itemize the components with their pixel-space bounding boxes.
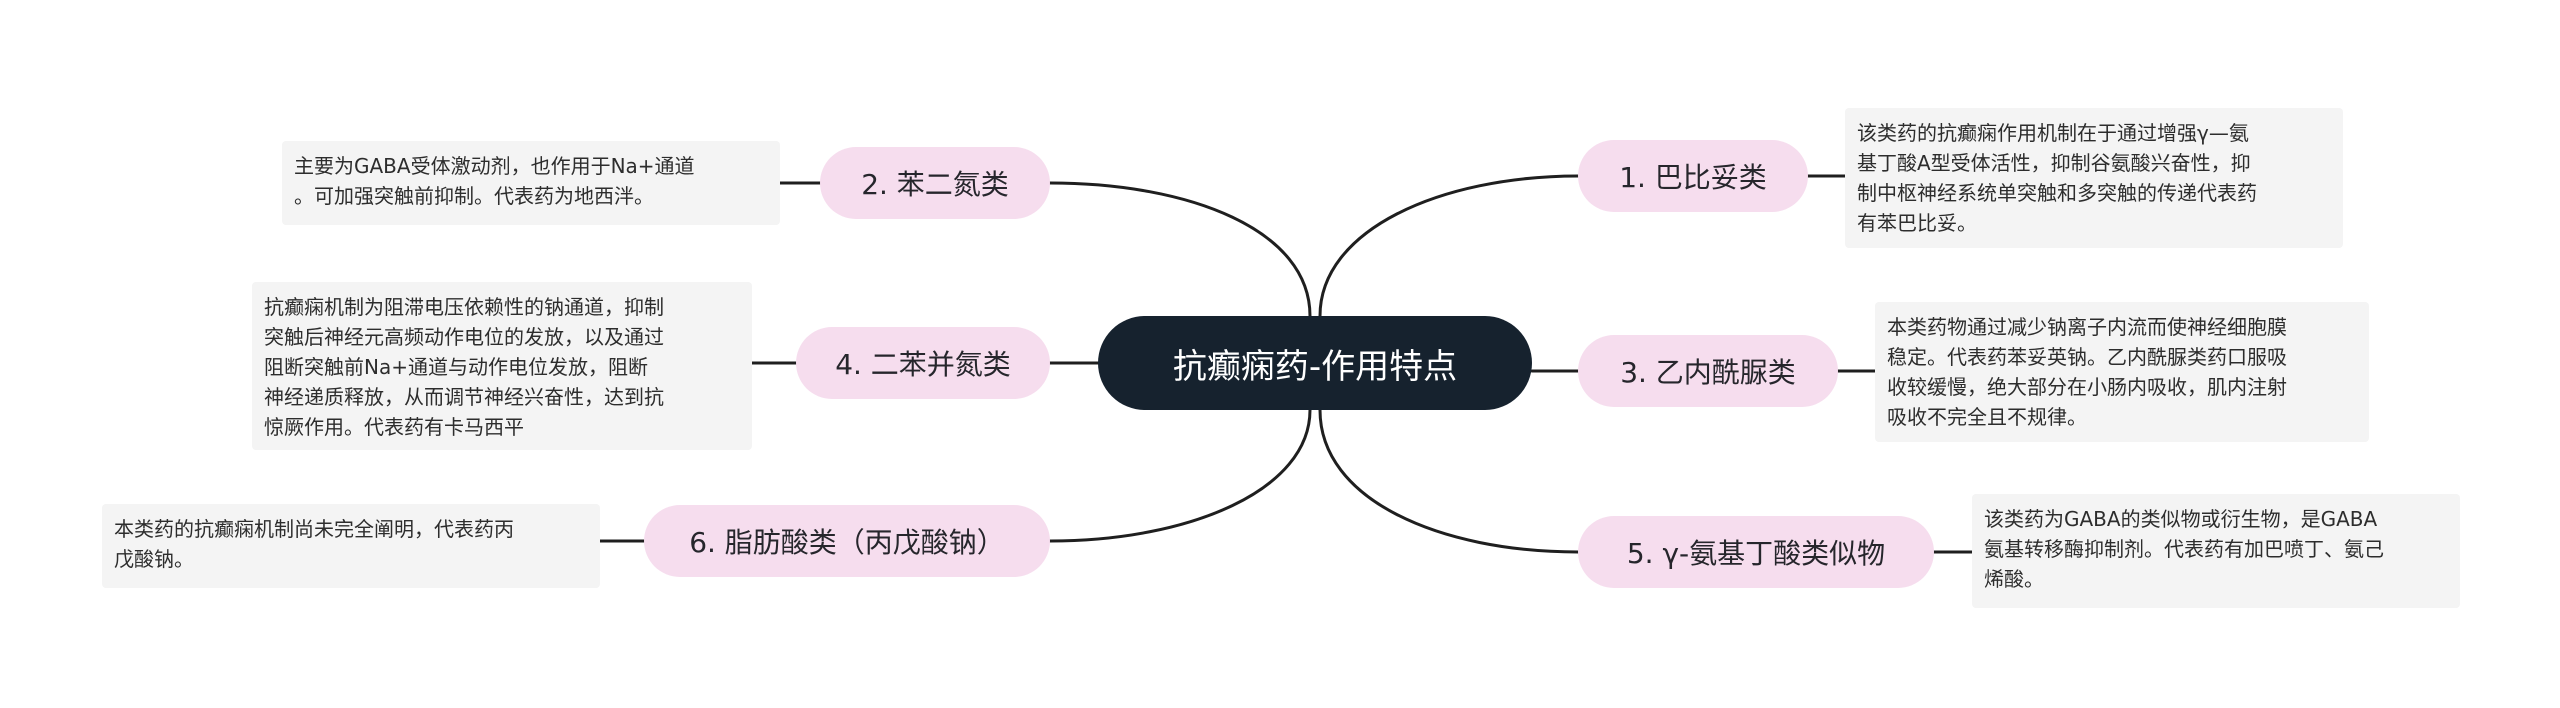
branch-label: 4. 二苯并氮类: [835, 348, 1011, 381]
branch-barbiturates[interactable]: 1. 巴比妥类: [1578, 140, 1808, 212]
connector-branch-5: [1318, 408, 1580, 554]
branch-hydantoins[interactable]: 3. 乙内酰脲类: [1578, 335, 1838, 407]
central-topic-label: 抗癫痫药-作用特点: [1172, 346, 1458, 387]
branch-label: 5. γ-氨基丁酸类似物: [1626, 537, 1886, 570]
note-barbiturates: 该类药的抗癫痫作用机制在于通过增强γ—氨 基丁酸A型受体活性，抑制谷氨酸兴奋性，…: [1845, 108, 2343, 248]
branch-dibenzazepines[interactable]: 4. 二苯并氮类: [796, 327, 1050, 399]
connector-branch-6: [1048, 408, 1312, 543]
central-topic[interactable]: 抗癫痫药-作用特点: [1098, 316, 1532, 410]
note-benzodiazepines: 主要为GABA受体激动剂，也作用于Na+通道 。可加强突触前抑制。代表药为地西泮…: [282, 141, 780, 225]
branch-label: 2. 苯二氮类: [861, 168, 1009, 201]
branch-label: 6. 脂肪酸类（丙戊酸钠）: [689, 526, 1005, 559]
connector-branch-2: [1048, 181, 1312, 318]
note-gaba-analogues: 该类药为GABA的类似物或衍生物，是GABA 氨基转移酶抑制剂。代表药有加巴喷丁…: [1972, 494, 2460, 608]
branch-label: 1. 巴比妥类: [1619, 161, 1767, 194]
connector-branch-1: [1318, 174, 1580, 318]
note-fatty-acids: 本类药的抗癫痫机制尚未完全阐明，代表药丙 戊酸钠。: [102, 504, 600, 588]
branch-fatty-acids[interactable]: 6. 脂肪酸类（丙戊酸钠）: [644, 505, 1050, 577]
note-hydantoins: 本类药物通过减少钠离子内流而使神经细胞膜 稳定。代表药苯妥英钠。乙内酰脲类药口服…: [1875, 302, 2369, 442]
branch-label: 3. 乙内酰脲类: [1620, 356, 1796, 389]
branch-benzodiazepines[interactable]: 2. 苯二氮类: [820, 147, 1050, 219]
branch-gaba-analogues[interactable]: 5. γ-氨基丁酸类似物: [1578, 516, 1934, 588]
note-dibenzazepines: 抗癫痫机制为阻滞电压依赖性的钠通道，抑制 突触后神经元高频动作电位的发放，以及通…: [252, 282, 752, 450]
